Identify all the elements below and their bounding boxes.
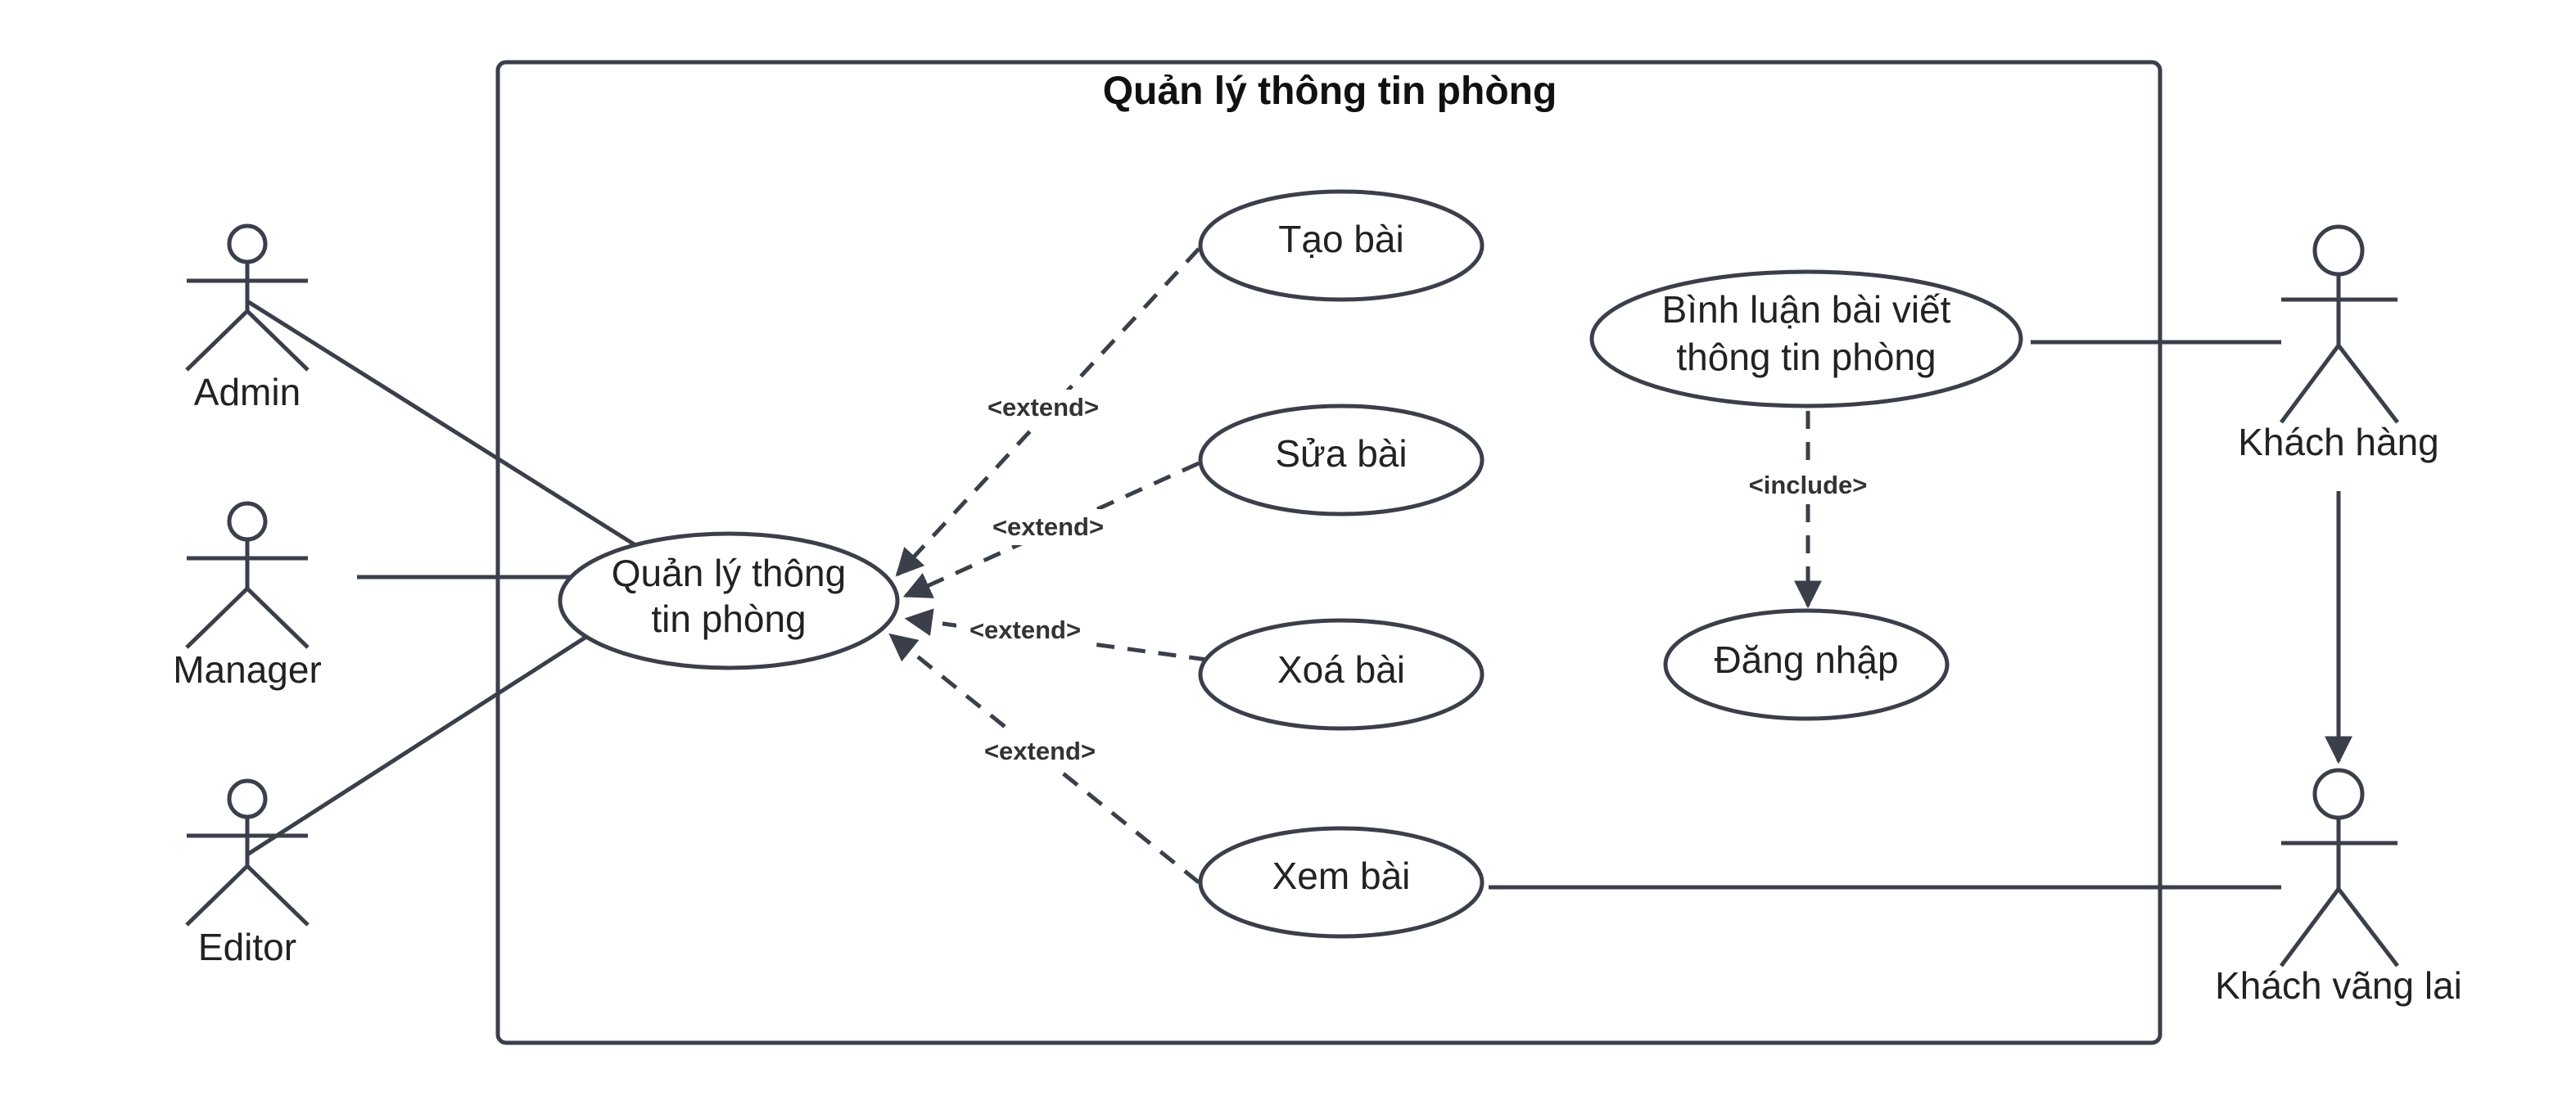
extend-label-2: <extend> [992,512,1104,541]
actor-editor: Editor [185,778,310,968]
usecase-tao-bai[interactable]: Tạo bài [1198,189,1485,302]
usecase-binh-luan-label-line2: thông tin phòng [1676,336,1936,378]
system-boundary [495,60,2162,1045]
usecase-quan-ly-label-line2: tin phòng [651,598,806,640]
usecase-tao-bai-label: Tạo bài [1278,218,1403,260]
usecase-sua-bai-label: Sửa bài [1275,432,1407,475]
include-label-group: <include> [1736,468,1880,504]
actor-editor-head [227,778,268,819]
usecase-dang-nhap[interactable]: Đăng nhập [1663,608,1950,721]
usecase-xoa-bai-label: Xoá bài [1277,648,1405,691]
actor-editor-label: Editor [198,926,296,968]
usecase-binh-luan-label-line1: Bình luận bài viết [1662,288,1951,331]
usecase-xoa-bai[interactable]: Xoá bài [1198,618,1485,731]
system-title: Quản lý thông tin phòng [1103,70,1557,113]
extend-label-1: <extend> [987,393,1099,422]
actor-khach-vang-lai-head [2312,768,2365,820]
usecase-quan-ly-thong-tin-phong[interactable]: Quản lý thông tin phòng [558,531,900,670]
usecase-sua-bai[interactable]: Sửa bài [1198,404,1485,516]
actor-khach-vang-lai-label: Khách vãng lai [2215,964,2462,1007]
include-label: <include> [1749,471,1868,499]
actor-khach-hang-head [2312,224,2365,277]
extend-label-group: <extend> <extend> <extend> <extend> [956,390,1119,769]
usecase-xem-bai[interactable]: Xem bài [1198,826,1485,939]
actor-khach-vang-lai: Khách vãng lai [2215,768,2462,1007]
actor-khach-hang: Khách hàng [2238,224,2439,463]
usecase-dang-nhap-label: Đăng nhập [1714,638,1898,681]
actor-manager-head [227,501,268,542]
actor-manager: Manager [173,501,322,691]
extend-label-4: <extend> [984,737,1096,765]
usecase-quan-ly-label-line1: Quản lý thông [612,552,846,594]
usecase-binh-luan[interactable]: Bình luận bài viết thông tin phòng [1589,269,2023,408]
actor-admin-label: Admin [194,371,301,413]
actor-admin: Admin [185,223,310,413]
association-editor [246,634,588,857]
usecase-xem-bai-label: Xem bài [1272,855,1411,897]
association-admin [246,299,637,548]
actor-manager-label: Manager [173,648,322,691]
actor-admin-head [227,223,268,264]
actor-khach-hang-label: Khách hàng [2238,421,2439,463]
extend-label-3: <extend> [969,616,1081,644]
